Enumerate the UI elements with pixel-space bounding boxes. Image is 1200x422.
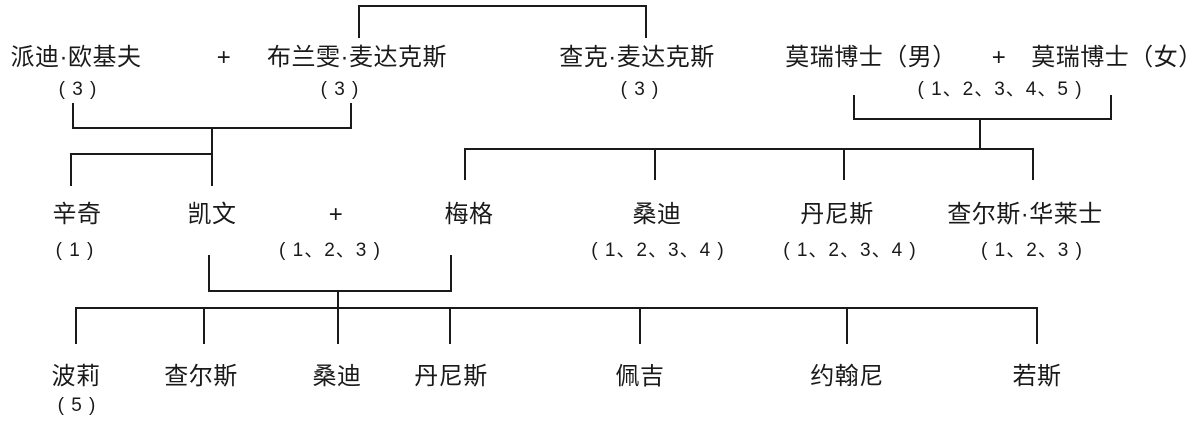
- label-peiji: 佩吉: [615, 363, 665, 390]
- label-kaiwen: 凯文: [187, 201, 237, 228]
- line-marriage-right-v: [450, 255, 452, 292]
- label-plus-marriage: +: [328, 201, 344, 228]
- label-chaersi-hualaishi: 查尔斯·华莱士: [947, 201, 1103, 228]
- label-chake-count: ( 3 ): [620, 79, 660, 100]
- label-xinqi-count: ( 1 ): [55, 240, 95, 261]
- line-couple1-left-v: [72, 103, 74, 129]
- line-children3-drop-ruosi: [1036, 307, 1038, 344]
- line-children3-h: [75, 307, 1038, 309]
- line-marriage-stem-v: [337, 290, 339, 309]
- label-sangdi-row2: 桑迪: [632, 201, 682, 228]
- line-children3-drop-dannisi: [449, 307, 451, 344]
- label-bulanwen-maidakesi: 布兰雯·麦达克斯: [267, 44, 447, 71]
- line-couple2-left-v: [853, 95, 855, 120]
- label-sangdi-row3: 桑迪: [312, 363, 362, 390]
- label-chaersi-row3: 查尔斯: [164, 363, 238, 390]
- label-boli-count: ( 5 ): [57, 395, 97, 416]
- line-children3-drop-yuehanni: [846, 307, 848, 344]
- label-dannisi-row2-count: ( 1、2、3、4 ): [783, 240, 917, 261]
- line-children2-drop-sangdi: [654, 148, 656, 180]
- label-paidi-count: ( 3 ): [58, 79, 98, 100]
- label-sangdi-row2-count: ( 1、2、3、4 ): [591, 240, 725, 261]
- label-paidi-oujifu: 派迪·欧基夫: [10, 44, 142, 71]
- line-couple1-stem-v: [211, 127, 213, 186]
- line-marriage-h: [208, 290, 452, 292]
- label-chaersi-hualaishi-count: ( 1、2、3 ): [981, 240, 1083, 261]
- label-plus-couple1: +: [216, 44, 232, 71]
- label-morui-boshi-nan: 莫瑞博士（男）: [785, 44, 957, 71]
- label-chake-maidakesi: 查克·麦达克斯: [559, 44, 715, 71]
- label-marriage-count: ( 1、2、3 ): [279, 240, 381, 261]
- line-marriage-left-v: [208, 255, 210, 292]
- line-children2-drop-meige: [464, 148, 466, 180]
- line-children3-drop-chaersi: [203, 307, 205, 344]
- line-top-bracket-right-v: [645, 5, 647, 38]
- label-meige: 梅格: [444, 201, 494, 228]
- label-bulanwen-count: ( 3 ): [320, 79, 360, 100]
- line-children1-drop-xinqi: [70, 153, 72, 186]
- label-xinqi: 辛奇: [52, 201, 102, 228]
- line-children3-drop-boli: [75, 307, 77, 344]
- line-top-bracket-left-v: [358, 5, 360, 38]
- line-children2-drop-chaersi-hualaishi: [1032, 148, 1034, 180]
- line-couple2-right-v: [1110, 95, 1112, 120]
- label-morui-boshi-nv: 莫瑞博士（女）: [1031, 44, 1200, 71]
- label-ruosi: 若斯: [1012, 363, 1062, 390]
- line-children2-h: [464, 148, 1034, 150]
- line-children3-drop-peiji: [639, 307, 641, 344]
- line-couple1-right-v: [350, 103, 352, 129]
- label-morui-count: ( 1、2、3、4、5 ): [917, 79, 1083, 100]
- line-children3-drop-sangdi: [337, 307, 339, 344]
- line-couple2-h: [853, 118, 1112, 120]
- label-dannisi-row3: 丹尼斯: [414, 363, 488, 390]
- line-top-bracket-h: [358, 5, 647, 7]
- line-children2-drop-dannisi: [843, 148, 845, 180]
- label-yuehanni: 约翰尼: [810, 363, 884, 390]
- label-boli: 波莉: [51, 363, 101, 390]
- label-plus-couple2: +: [991, 44, 1007, 71]
- line-children1-h: [70, 153, 213, 155]
- label-dannisi-row2: 丹尼斯: [800, 201, 874, 228]
- line-couple2-stem-v: [979, 118, 981, 150]
